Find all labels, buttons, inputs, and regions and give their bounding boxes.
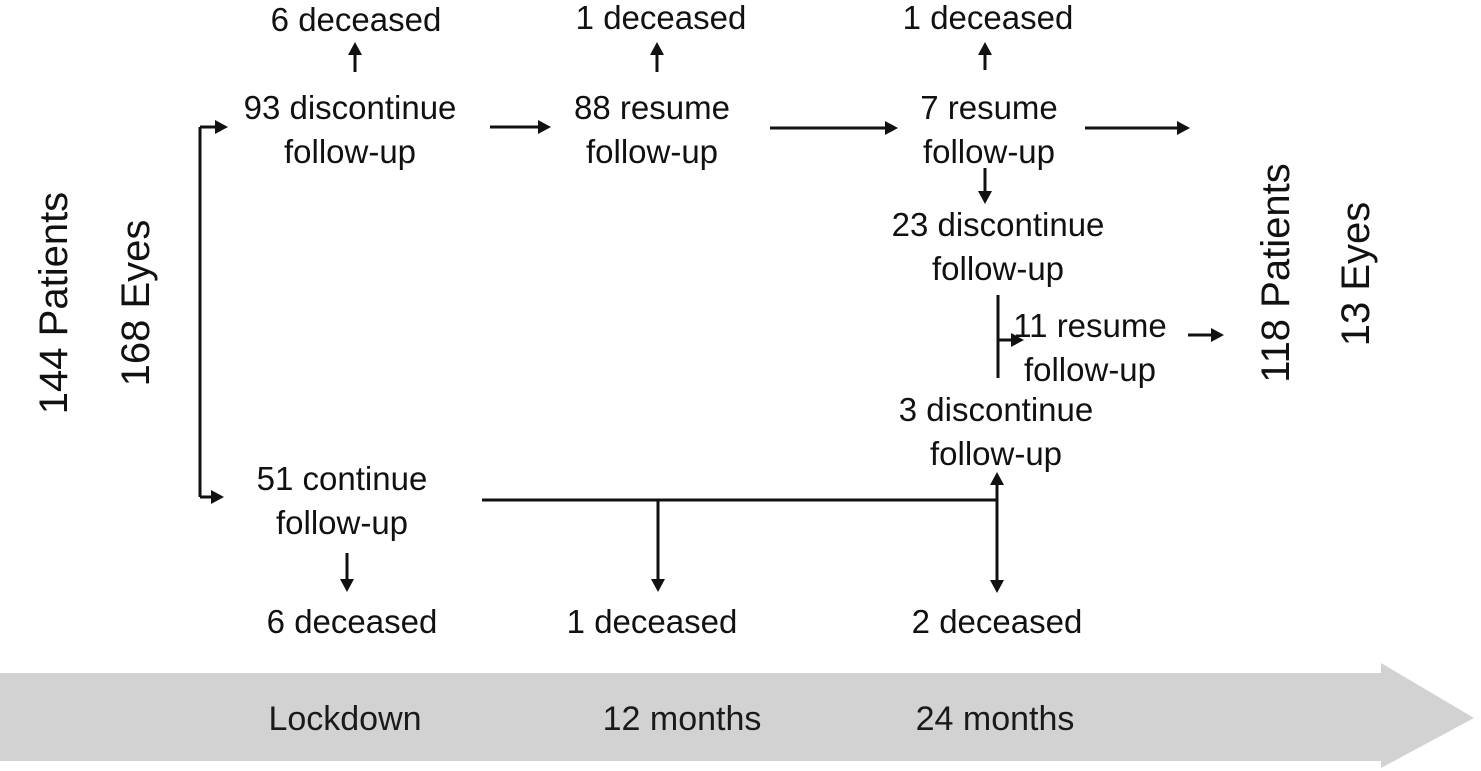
node-6-deceased-top: 6 deceased [270,1,442,38]
label-start-patients: 144 Patients [32,191,76,415]
node-7-resume-line2: follow-up [922,133,1056,170]
arrow-88-to-1deceased [650,42,664,72]
arrow-51-to-6deceased [340,553,354,592]
node-88-resume: 88 resume follow-up [574,86,730,174]
node-93-discontinue-line1: 93 discontinue [243,89,457,126]
arrow-93-to-88 [490,120,551,134]
node-23-discontinue-line2: follow-up [931,250,1065,287]
split-branch-line [198,120,228,504]
node-88-resume-line1: 88 resume [574,89,730,126]
node-23-discontinue: 23 discontinue follow-up [892,203,1105,291]
node-93-discontinue-line2: follow-up [283,133,417,170]
node-93-discontinue: 93 discontinue follow-up [244,86,457,174]
node-1-deceased-right: 1 deceased [902,0,1074,36]
node-3-discontinue: 3 discontinue follow-up [899,388,1093,476]
arrow-junction-3-and-2deceased [990,472,1004,593]
node-2-deceased-bottom: 2 deceased [911,603,1083,640]
bracket-23-to-11 [996,295,1024,378]
timeline-label-12-months: 12 months [602,700,762,738]
node-7-resume: 7 resume follow-up [920,86,1058,174]
arrow-11-to-end [1188,328,1224,342]
node-3-discontinue-line2: follow-up [929,435,1063,472]
node-1-deceased-mid: 1 deceased [575,0,747,36]
node-23-discontinue-line1: 23 discontinue [891,206,1105,243]
label-end-patients: 118 Patients [1254,163,1298,383]
timeline-arrow-band [0,663,1474,768]
node-51-continue: 51 continue follow-up [257,457,428,545]
arrow-51-to-1deceased [651,500,665,592]
node-11-resume-line2: follow-up [1023,351,1157,388]
node-6-deceased-bottom: 6 deceased [266,603,438,640]
label-end-eyes: 13 Eyes [1334,201,1378,347]
label-start-eyes: 168 Eyes [114,219,158,387]
timeline-label-lockdown: Lockdown [268,700,422,738]
arrow-7-to-1deceased [978,42,992,70]
node-1-deceased-bottom: 1 deceased [566,603,738,640]
arrow-7-to-23 [978,168,992,204]
node-51-continue-line2: follow-up [275,504,409,541]
arrow-93-to-6deceased [348,42,362,72]
node-88-resume-line2: follow-up [585,133,719,170]
arrow-88-to-7 [770,121,898,135]
timeline-label-24-months: 24 months [915,700,1075,738]
node-51-continue-line1: 51 continue [256,460,428,497]
node-11-resume: 11 resume follow-up [1013,304,1166,392]
node-7-resume-line1: 7 resume [920,89,1058,126]
node-11-resume-line1: 11 resume [1013,307,1167,344]
arrow-7-to-end [1085,121,1190,135]
node-3-discontinue-line1: 3 discontinue [898,391,1094,428]
